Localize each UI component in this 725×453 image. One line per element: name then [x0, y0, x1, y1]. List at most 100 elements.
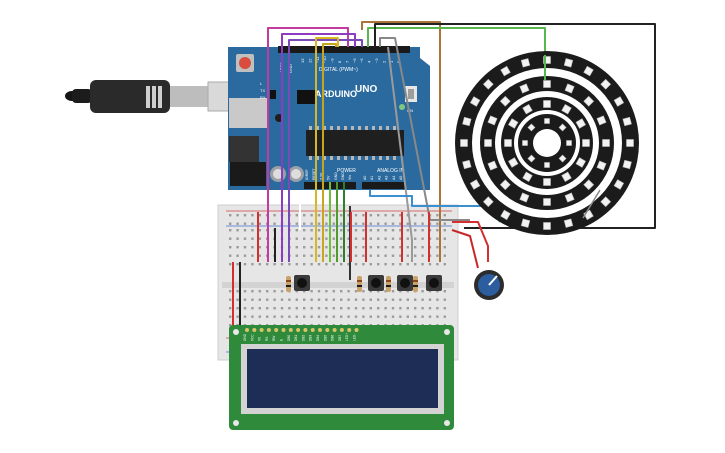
digital-pin-label: 12	[307, 58, 312, 63]
power-pin-label: IOREF	[305, 169, 309, 180]
digital-pin-label: ~6	[352, 58, 357, 63]
lcd-pin[interactable]	[325, 328, 330, 332]
neopixel-led	[500, 65, 511, 77]
arduino-logo: ARDUINO	[315, 89, 357, 99]
resistor-icon	[357, 276, 362, 292]
analog-pin-label: A5	[399, 176, 403, 180]
neopixel-led	[543, 198, 551, 206]
lcd-pin[interactable]	[310, 328, 315, 332]
power-pin-label: RESET	[312, 167, 316, 180]
pushbutton-icon[interactable]	[368, 275, 384, 291]
lcd-pin[interactable]	[266, 328, 271, 332]
neopixel-led	[508, 157, 519, 168]
neopixel-led	[508, 118, 519, 129]
neopixel-led	[566, 140, 572, 146]
neopixel-led	[564, 83, 575, 94]
neopixel-led	[564, 192, 575, 203]
lcd-pin-label: DB0	[287, 335, 291, 341]
lcd-pin[interactable]	[296, 328, 301, 332]
lcd-pin[interactable]	[281, 328, 286, 332]
lcd-pin-label: DB4	[316, 335, 320, 341]
analog-pin-label: A2	[377, 176, 381, 180]
resistor-icon	[286, 276, 291, 292]
neopixel-led	[527, 123, 536, 132]
neopixel-led	[487, 115, 498, 126]
power-pin-label: 5V	[327, 175, 331, 180]
neopixel-led	[519, 83, 530, 94]
resistors	[286, 276, 418, 292]
neopixel-led	[469, 179, 481, 190]
neopixel-led	[522, 140, 528, 146]
lcd-pin-label: DB1	[294, 335, 298, 341]
lcd-pin[interactable]	[318, 328, 322, 332]
neopixel-led	[543, 80, 551, 88]
neopixel-led	[484, 139, 492, 147]
neopixel-led	[543, 100, 551, 108]
neopixel-led	[602, 139, 610, 147]
lcd-pin[interactable]	[303, 328, 308, 332]
resistor-icon	[413, 276, 418, 292]
neopixel-led	[613, 179, 625, 190]
neopixel-led	[487, 160, 498, 171]
digital-pin-label: 4	[367, 60, 372, 63]
digital-label: DIGITAL (PWM~)	[319, 67, 358, 73]
neopixel-led	[462, 116, 472, 127]
neopixel-led	[544, 118, 550, 124]
lcd-pin[interactable]	[259, 328, 264, 332]
neopixel-led	[543, 222, 551, 230]
lcd-pin[interactable]	[245, 328, 249, 332]
neopixel-led	[561, 171, 572, 182]
neopixel-led	[482, 196, 494, 208]
usb-cable-icon	[65, 80, 239, 113]
pushbutton-icon[interactable]	[294, 275, 310, 291]
neopixel-led	[596, 160, 607, 171]
neopixel-led	[622, 159, 632, 170]
neopixel-led	[583, 179, 595, 191]
neopixel-led	[575, 118, 586, 129]
neopixel-led	[519, 192, 530, 203]
lcd-pin-label: DB5	[323, 335, 327, 341]
neopixel-rings	[455, 51, 639, 235]
analog-pin-label: A0	[363, 176, 367, 180]
power-pin-label: Vin	[348, 175, 352, 180]
power-pin-label: GND	[341, 172, 345, 180]
potentiometer-icon[interactable]	[474, 270, 504, 300]
tx-label: TX	[260, 88, 265, 93]
lcd-pin[interactable]	[332, 328, 337, 332]
neopixel-led	[499, 95, 511, 107]
digital-pin-label: ~11	[315, 56, 320, 63]
neopixel-led	[522, 104, 533, 115]
neopixel-led	[544, 162, 550, 168]
lcd-pin[interactable]	[339, 328, 344, 332]
neopixel-led	[626, 139, 634, 147]
pushbutton-icon[interactable]	[426, 275, 442, 291]
pushbutton-icon[interactable]	[397, 275, 413, 291]
analog-header[interactable]	[362, 182, 406, 189]
resistor-icon	[386, 276, 391, 292]
lcd-pin-label: DB7	[338, 335, 342, 341]
neopixel-led	[460, 139, 468, 147]
neopixel-led	[563, 58, 574, 68]
lcd-pin-label: LED+	[345, 333, 349, 341]
lcd-pin[interactable]	[252, 328, 257, 332]
power-label: POWER	[337, 168, 356, 174]
digital-pin-label: ~10	[322, 55, 327, 63]
analog-pin-label: A3	[385, 176, 389, 180]
digital-header[interactable]	[278, 46, 410, 53]
lcd-pin-label: VCC	[250, 334, 254, 341]
neopixel-led	[575, 157, 586, 168]
lcd-pin-label: E	[280, 339, 284, 341]
lcd-pin[interactable]	[274, 328, 279, 332]
neopixel-led	[583, 65, 594, 77]
neopixel-led	[543, 178, 551, 186]
l-label: L	[260, 81, 263, 86]
neopixel-led	[500, 209, 511, 221]
lcd-pin[interactable]	[347, 328, 352, 332]
lcd-pin[interactable]	[288, 328, 293, 332]
on-label: ON	[407, 108, 413, 113]
lcd-pin-label: LED-	[353, 334, 357, 341]
lcd-pin[interactable]	[354, 328, 359, 332]
lcd-pin-label: GND	[243, 333, 247, 341]
